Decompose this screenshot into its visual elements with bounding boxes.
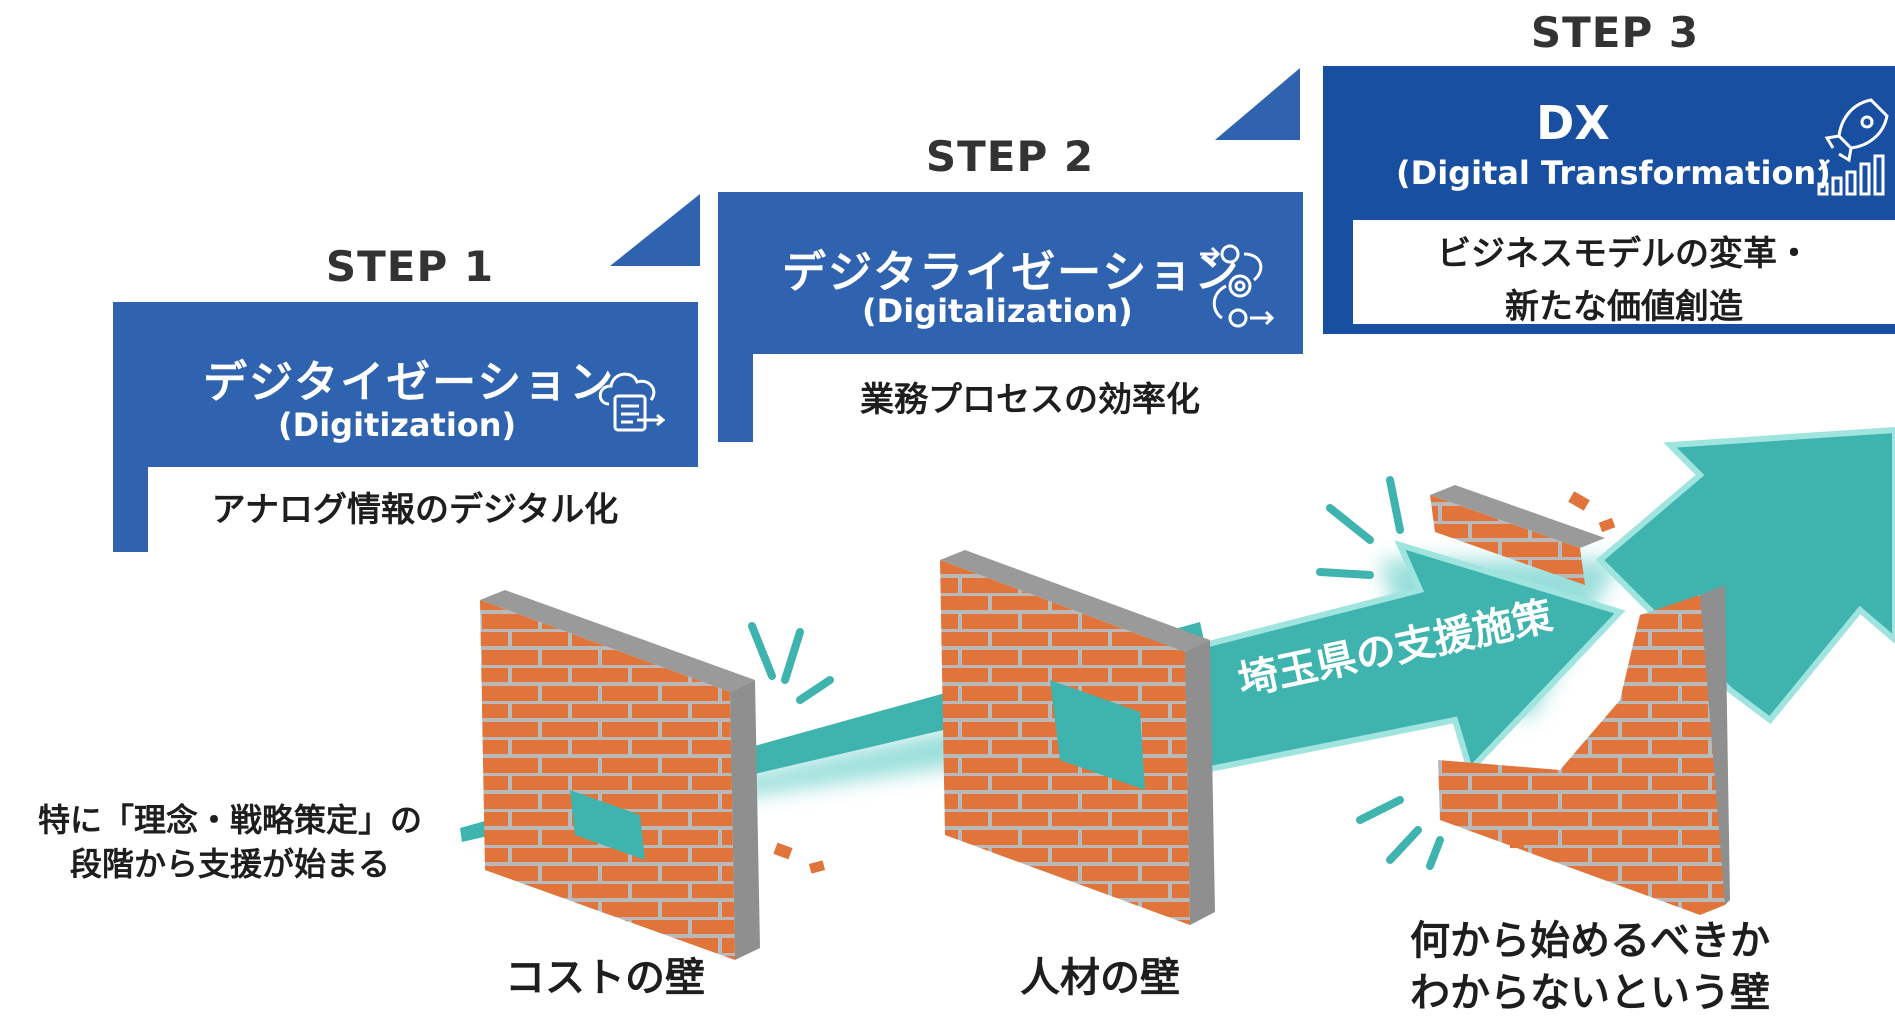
impact-lines bbox=[748, 476, 1444, 870]
cost-wall bbox=[480, 590, 760, 960]
wall3-label-line1: 何から始めるべきか bbox=[1410, 918, 1770, 964]
talent-wall-label: 人材の壁 bbox=[1020, 955, 1180, 1001]
step1-title-ja: デジタイゼーション bbox=[203, 357, 616, 408]
rocket-growth-icon bbox=[1811, 96, 1891, 200]
cloud-document-icon bbox=[591, 360, 671, 444]
step1-notch bbox=[113, 467, 148, 552]
support-start-note: 特に「理念・戦略策定」の 段階から支援が始まる bbox=[0, 798, 460, 886]
step3-description-line2: 新たな価値創造 bbox=[1505, 287, 1743, 327]
unknown-start-wall bbox=[1430, 485, 1730, 915]
note-line2: 段階から支援が始まる bbox=[69, 845, 390, 883]
step3-title-ja: DX bbox=[1536, 96, 1610, 150]
step-connector-2 bbox=[1215, 68, 1300, 140]
step2-label: STEP 2 bbox=[925, 132, 1095, 181]
step1-description: アナログ情報のデジタル化 bbox=[211, 490, 619, 530]
note-line1: 特に「理念・戦略策定」の bbox=[37, 801, 422, 839]
talent-wall bbox=[940, 550, 1215, 925]
dx-arrow bbox=[1595, 426, 1895, 725]
step3-label: STEP 3 bbox=[1530, 8, 1700, 57]
step1-label: STEP 1 bbox=[325, 242, 495, 291]
step3-description-box: ビジネスモデルの変革・ 新たな価値創造 bbox=[1353, 220, 1895, 327]
step2-notch bbox=[718, 354, 753, 442]
step1-box: デジタイゼーション (Digitization) bbox=[113, 302, 698, 467]
step1-title-en: (Digitization) bbox=[278, 406, 517, 444]
support-arrow-body bbox=[1181, 540, 1626, 776]
step2-title-ja: デジタライゼーション bbox=[782, 247, 1241, 298]
wall3-label-line2: わからないという壁 bbox=[1410, 970, 1770, 1016]
cost-wall-label: コストの壁 bbox=[505, 955, 705, 1001]
step3-box: DX (Digital Transformation) ビジネスモデルの変革・ … bbox=[1323, 66, 1895, 334]
step3-description-line1: ビジネスモデルの変革・ bbox=[1437, 234, 1811, 274]
step2-box: デジタライゼーション (Digitalization) bbox=[718, 192, 1303, 354]
step3-title-en: (Digital Transformation) bbox=[1396, 154, 1831, 192]
step-connector-1 bbox=[610, 194, 700, 266]
step2-title-en: (Digitalization) bbox=[862, 292, 1133, 330]
process-gear-icon bbox=[1196, 240, 1286, 334]
unknown-start-wall-label: 何から始めるべきか わからないという壁 bbox=[1400, 915, 1780, 1019]
step2-description: 業務プロセスの効率化 bbox=[860, 380, 1200, 420]
brick-debris bbox=[773, 491, 1616, 874]
